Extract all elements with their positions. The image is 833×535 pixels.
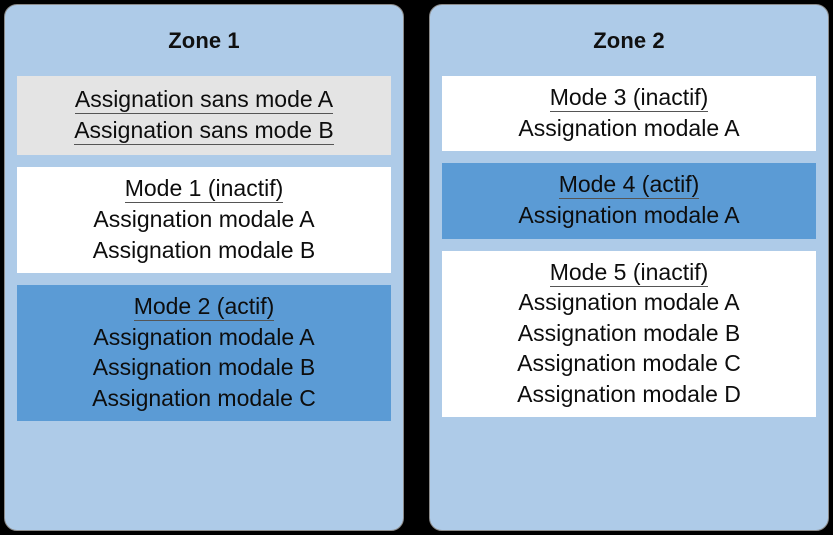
assignment-row[interactable]: Assignation modale A — [93, 205, 315, 232]
mode-box-active[interactable]: Mode 4 (actif)Assignation modale A — [442, 163, 816, 239]
assignment-row[interactable]: Assignation sans mode A — [25, 84, 383, 115]
assignment-row[interactable]: Assignation modale B — [517, 319, 741, 346]
mode-header-label: Mode 2 (actif) — [133, 293, 275, 322]
mode-header: Mode 2 (actif) — [25, 291, 383, 322]
mode-header: Mode 4 (actif) — [450, 169, 808, 200]
mode-header-label: Mode 5 (inactif) — [549, 258, 709, 287]
assignment-row[interactable]: Assignation modale A — [518, 114, 740, 141]
assignment-label: Assignation sans mode A — [74, 86, 334, 115]
mode-header-label: Mode 4 (actif) — [558, 171, 700, 200]
zone-title: Zone 1 — [168, 28, 240, 53]
mode-header: Mode 5 (inactif) — [450, 257, 808, 288]
mode-header-label: Mode 1 (inactif) — [124, 175, 284, 204]
assignment-row[interactable]: Assignation modale A — [518, 289, 740, 316]
mode-header: Mode 3 (inactif) — [450, 82, 808, 113]
assignment-row[interactable]: Assignation modale A — [93, 323, 315, 350]
assignment-label: Assignation sans mode B — [74, 116, 334, 145]
assignment-row[interactable]: Assignation modale A — [518, 201, 740, 228]
assignment-row[interactable]: Assignation modale D — [517, 380, 741, 407]
assignment-row[interactable]: Assignation sans mode B — [25, 115, 383, 146]
assignment-row[interactable]: Assignation modale C — [517, 350, 741, 377]
zone-title: Zone 2 — [593, 28, 665, 53]
mode-header-label: Mode 3 (inactif) — [549, 84, 709, 113]
mode-box-inactive[interactable]: Mode 5 (inactif)Assignation modale A Assi… — [442, 250, 816, 418]
mode-box-active[interactable]: Mode 2 (actif)Assignation modale A Assign… — [17, 285, 391, 422]
mode-box-inactive[interactable]: Mode 3 (inactif)Assignation modale A — [442, 76, 816, 152]
assignment-row[interactable]: Assignation modale B — [92, 354, 316, 381]
mode-box-inactive[interactable]: Mode 1 (inactif)Assignation modale A Assi… — [17, 167, 391, 274]
mode-header: Mode 1 (inactif) — [25, 173, 383, 204]
assignment-row[interactable]: Assignation modale B — [92, 236, 316, 263]
assignment-row[interactable]: Assignation modale C — [92, 384, 316, 411]
